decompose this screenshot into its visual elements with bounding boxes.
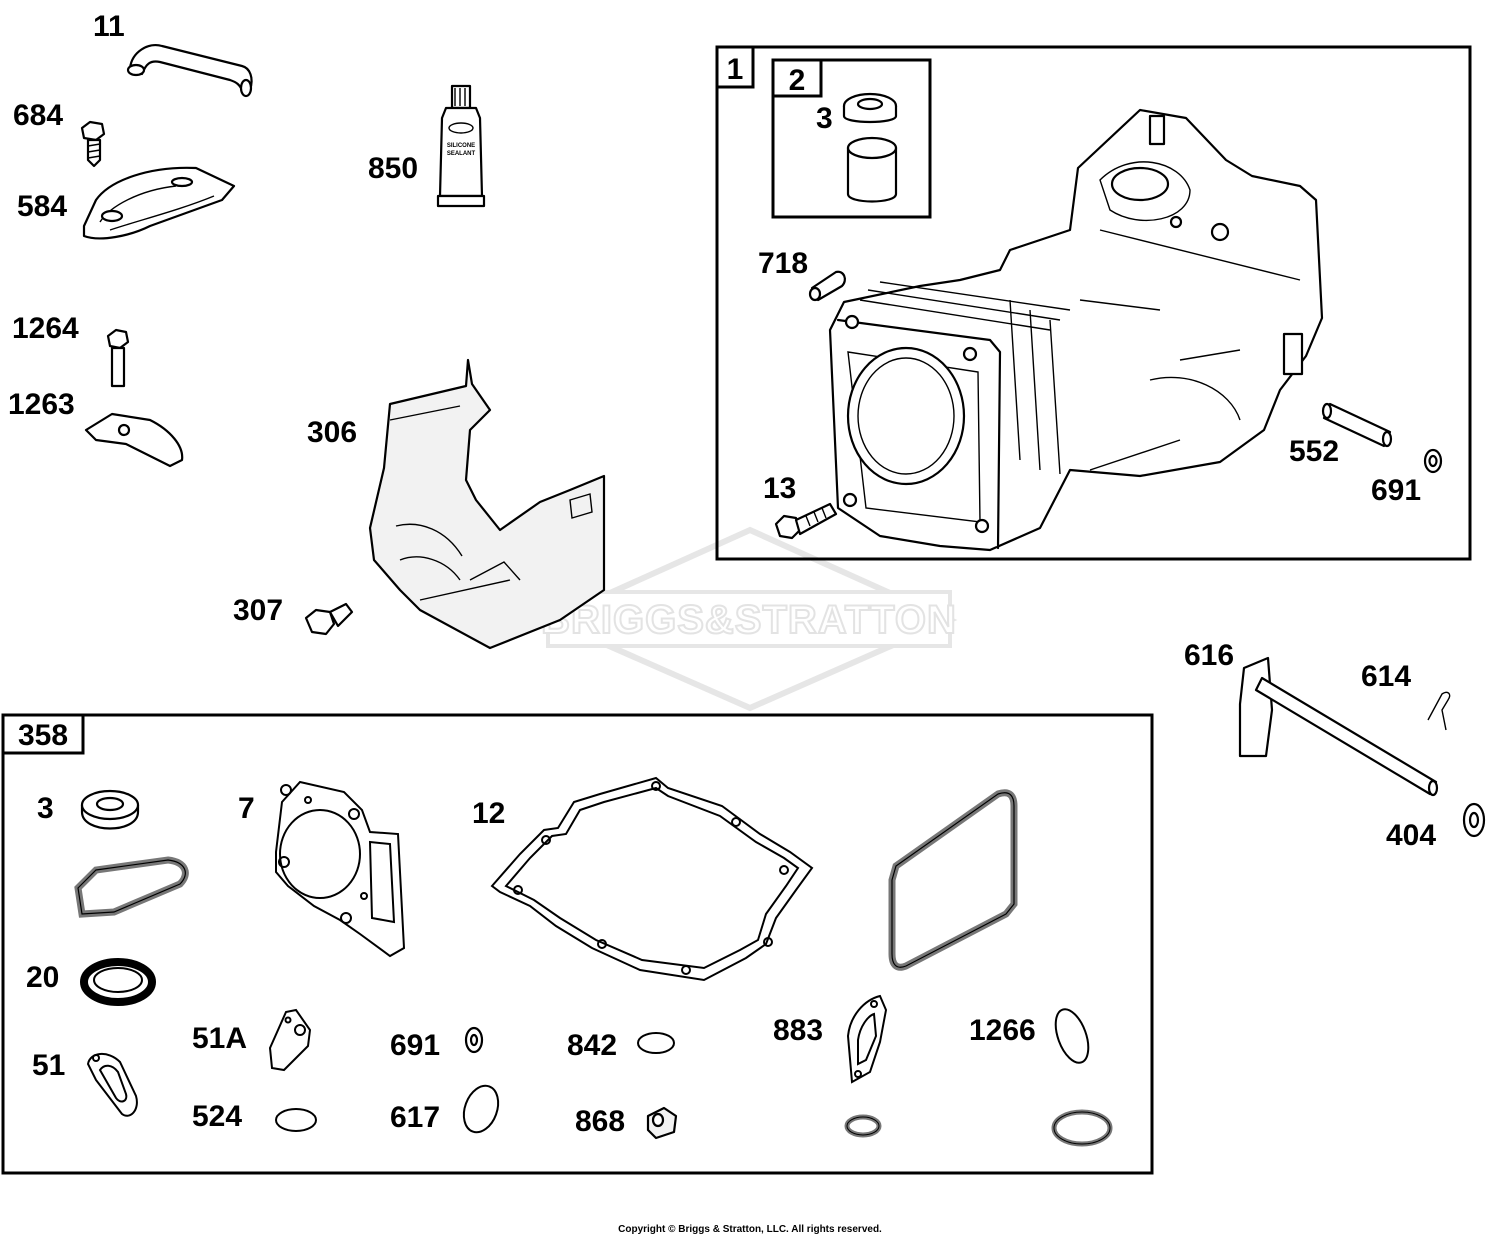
seal-20 — [80, 958, 156, 1006]
watermark-text: BRIGGS&STRATTON — [541, 598, 957, 642]
watermark: BRIGGS&STRATTON — [540, 526, 958, 712]
label-718: 718 — [758, 247, 808, 280]
ring-gray-small — [844, 1114, 882, 1138]
label-868: 868 — [575, 1105, 625, 1138]
valve-cover-gasket — [888, 789, 1018, 971]
seal-3-top — [842, 92, 898, 124]
o-ring-524 — [275, 1108, 317, 1132]
label-307: 307 — [233, 594, 283, 627]
box-358 — [1, 713, 1154, 1175]
washer-404 — [1462, 802, 1486, 838]
governor-shaft-616 — [1238, 656, 1439, 797]
box-358-label: 358 — [18, 719, 68, 752]
box-2 — [771, 58, 932, 219]
o-ring-1266 — [1054, 1008, 1090, 1064]
label-306: 306 — [307, 416, 357, 449]
label-1263: 1263 — [8, 388, 75, 421]
label-51: 51 — [32, 1049, 65, 1082]
box-1-label: 1 — [727, 53, 744, 86]
label-691-top: 691 — [1371, 474, 1421, 507]
box-1-tag — [715, 45, 755, 89]
bushing-2 — [846, 136, 898, 203]
label-404: 404 — [1386, 819, 1436, 852]
ring-gray-large — [1051, 1109, 1113, 1147]
box-2-label: 2 — [789, 64, 806, 97]
washer-691 — [464, 1026, 484, 1054]
washer-691-top — [1423, 448, 1443, 474]
label-842: 842 — [567, 1029, 617, 1062]
label-20: 20 — [26, 961, 59, 994]
seal-3 — [80, 789, 140, 830]
label-584: 584 — [17, 190, 67, 223]
seal-868 — [646, 1106, 678, 1140]
gasket-51A — [268, 1008, 312, 1072]
label-850: 850 — [368, 152, 418, 185]
box-358-tag — [1, 713, 85, 755]
label-12: 12 — [472, 797, 505, 830]
label-11: 11 — [93, 10, 125, 43]
breather-cover-584 — [82, 166, 236, 240]
copyright: Copyright © Briggs & Stratton, LLC. All … — [618, 1224, 882, 1235]
gasket-51 — [86, 1053, 138, 1117]
o-ring-617 — [462, 1084, 500, 1134]
label-3-top: 3 — [816, 102, 833, 135]
box-2-tag — [771, 58, 823, 98]
bolt-13 — [774, 502, 838, 540]
gasket-small — [74, 856, 189, 918]
label-1264: 1264 — [12, 312, 79, 345]
crankcase-gasket-12 — [490, 776, 814, 982]
dowel-718 — [808, 270, 846, 302]
sealant-tube-850: SILICONE SEALANT — [436, 84, 486, 208]
pin-552 — [1321, 402, 1393, 448]
engine-block-1 — [828, 108, 1324, 552]
label-617: 617 — [390, 1101, 440, 1134]
head-gasket-7 — [275, 780, 406, 958]
o-ring-842 — [637, 1032, 675, 1054]
label-51A: 51A — [192, 1022, 247, 1055]
label-3: 3 — [37, 792, 54, 825]
screw-684 — [80, 120, 106, 168]
bolt-307 — [304, 602, 354, 636]
label-7: 7 — [238, 792, 255, 825]
label-616: 616 — [1184, 639, 1234, 672]
label-552: 552 — [1289, 435, 1339, 468]
tube-text-1: SILICONE — [447, 143, 475, 149]
plate-1263 — [84, 412, 184, 468]
label-524: 524 — [192, 1100, 242, 1133]
label-691: 691 — [390, 1029, 440, 1062]
label-13: 13 — [763, 472, 796, 505]
bolt-1264 — [106, 328, 130, 388]
label-684: 684 — [13, 99, 63, 132]
label-883: 883 — [773, 1014, 823, 1047]
gasket-883 — [846, 994, 888, 1084]
label-614: 614 — [1361, 660, 1411, 693]
box-1 — [715, 45, 1472, 561]
hairpin-614 — [1427, 691, 1451, 731]
breather-tube-11 — [126, 44, 253, 98]
tube-text-2: SEALANT — [447, 151, 476, 157]
label-1266: 1266 — [969, 1014, 1036, 1047]
shroud-306 — [368, 358, 606, 650]
